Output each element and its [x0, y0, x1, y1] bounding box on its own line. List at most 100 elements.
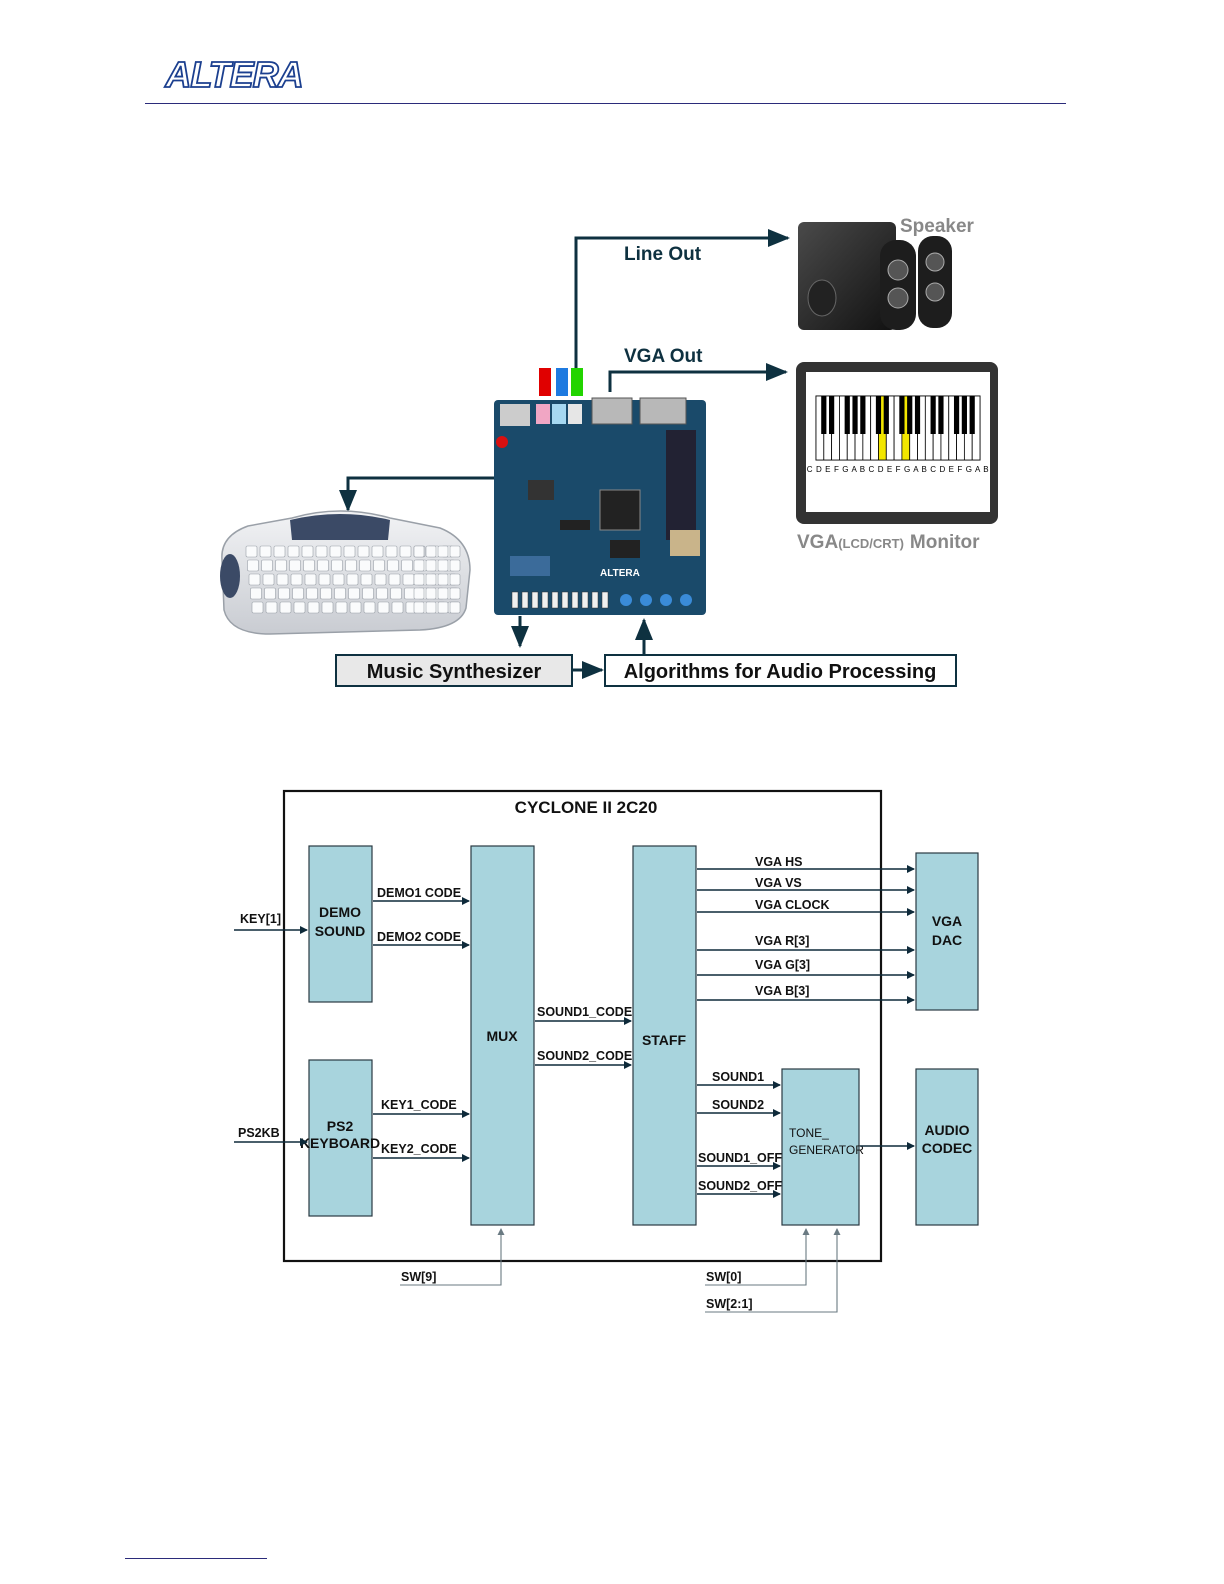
keyboard-key: [391, 601, 404, 614]
de1-board-image: ALTERA: [494, 397, 706, 615]
sw9-signal: SW[9]: [400, 1228, 505, 1286]
keyboard-key: [250, 587, 262, 600]
keyboard-key: [293, 601, 306, 614]
keyboard-key: [345, 559, 357, 572]
line-out-connection: Line Out: [574, 229, 790, 368]
keyboard-numpad-key: [437, 545, 449, 558]
keyboard-key: [374, 573, 387, 586]
vga-monitor-image: C D E F G A B C D E F G A B C D E F G A …: [796, 362, 998, 553]
sound1-signal: SOUND1: [697, 1070, 781, 1089]
keyboard-key: [315, 545, 328, 558]
music-synthesizer-label: Music Synthesizer: [367, 661, 542, 683]
keyboard-numpad-key: [413, 559, 425, 572]
svg-text:VGA G[3]: VGA G[3]: [755, 958, 810, 972]
svg-text:SOUND2_CODE: SOUND2_CODE: [537, 1049, 632, 1063]
keyboard-numpad-key: [425, 573, 437, 586]
vga-hs-signal: VGA HS: [697, 855, 915, 873]
keyboard-key: [264, 587, 276, 600]
keyboard-key: [320, 587, 332, 600]
keyboard-numpad-key: [413, 573, 425, 586]
key1-code-signal: KEY1_CODE: [373, 1098, 470, 1118]
piano-black-key: [852, 396, 858, 434]
keyboard-key: [359, 559, 371, 572]
keyboard-key: [292, 587, 304, 600]
board-switch: [521, 591, 529, 609]
board-switch: [551, 591, 559, 609]
board-switch: [531, 591, 539, 609]
keyboard-numpad-key: [437, 573, 449, 586]
keyboard-key: [387, 559, 399, 572]
svg-text:KEYBOARD: KEYBOARD: [300, 1135, 380, 1151]
piano-black-key: [883, 396, 889, 434]
vga-clock-signal: VGA CLOCK: [697, 898, 915, 916]
algorithms-box: Algorithms for Audio Processing: [604, 618, 957, 687]
block-diagram: CYCLONE II 2C20 DEMO SOUND PS2 KEYBOARD …: [234, 789, 979, 1313]
keyboard-key: [317, 559, 329, 572]
keyboard-numpad-key: [449, 601, 461, 614]
svg-text:DEMO1 CODE: DEMO1 CODE: [377, 886, 461, 900]
svg-text:TONE_: TONE_: [789, 1126, 829, 1140]
svg-text:VGA: VGA: [932, 913, 962, 929]
keyboard-key: [306, 587, 318, 600]
sw0-signal: SW[0]: [705, 1228, 810, 1286]
svg-text:SOUND1_OFF: SOUND1_OFF: [698, 1151, 782, 1165]
keyboard-key: [334, 587, 346, 600]
key1-signal: KEY[1]: [234, 912, 308, 934]
keyboard-key: [349, 601, 362, 614]
keyboard-key: [335, 601, 348, 614]
svg-text:KEY1_CODE: KEY1_CODE: [381, 1098, 457, 1112]
piano-notes: C D E F G A B C D E F G A B C D E F G A …: [807, 465, 989, 474]
ps2kb-signal: PS2KB: [234, 1126, 308, 1146]
svg-text:CODEC: CODEC: [922, 1140, 973, 1156]
keyboard-numpad-key: [413, 545, 425, 558]
piano-black-key: [821, 396, 827, 434]
key2-code-signal: KEY2_CODE: [373, 1142, 470, 1162]
svg-text:DAC: DAC: [932, 932, 962, 948]
sound1-off-signal: SOUND1_OFF: [697, 1151, 782, 1170]
piano-black-key: [953, 396, 960, 434]
ps2-keyboard-image: [220, 510, 471, 635]
altera-logo: ALTERA: [163, 54, 304, 94]
svg-text:STAFF: STAFF: [642, 1032, 687, 1048]
keyboard-key: [332, 573, 345, 586]
svg-text:VGA B[3]: VGA B[3]: [755, 984, 809, 998]
keyboard-key: [343, 545, 356, 558]
keyboard-numpad-key: [425, 601, 437, 614]
keyboard-key: [265, 601, 278, 614]
svg-text:DEMO2 CODE: DEMO2 CODE: [377, 930, 461, 944]
speaker-label: Speaker: [900, 216, 975, 237]
keyboard-key: [357, 545, 370, 558]
header-rule: [145, 103, 1066, 104]
keyboard-numpad-key: [437, 559, 449, 572]
fpga-boundary: [282, 789, 883, 1263]
sound1-code-signal: SOUND1_CODE: [535, 1005, 632, 1025]
demo2-code-signal: DEMO2 CODE: [373, 930, 470, 949]
piano-black-key: [844, 396, 850, 434]
piano-black-key: [875, 396, 882, 434]
tone-generator-block: TONE_ GENERATOR: [781, 1068, 864, 1226]
keyboard-key: [259, 545, 272, 558]
audio-jack-markers: [539, 368, 583, 396]
keyboard-key: [329, 545, 342, 558]
vga-g-signal: VGA G[3]: [697, 958, 915, 979]
keyboard-key: [399, 545, 412, 558]
ps2-keyboard-block: PS2 KEYBOARD: [300, 1059, 380, 1217]
keyboard-numpad-key: [437, 601, 449, 614]
sound2-code-signal: SOUND2_CODE: [535, 1049, 632, 1069]
piano-black-key: [860, 396, 866, 434]
keyboard-numpad-key: [425, 587, 437, 600]
keyboard-numpad-key: [449, 573, 461, 586]
keyboard-numpad-key: [449, 559, 461, 572]
piano-black-key: [829, 396, 835, 434]
line-out-label: Line Out: [624, 244, 702, 265]
speaker-image: Speaker: [798, 216, 975, 330]
keyboard-key: [247, 559, 259, 572]
keyboard-key: [278, 587, 290, 600]
keyboard-key: [289, 559, 301, 572]
sound2-signal: SOUND2: [697, 1098, 781, 1117]
keyboard-numpad-key: [449, 587, 461, 600]
keyboard-key: [401, 559, 413, 572]
svg-text:SOUND1_CODE: SOUND1_CODE: [537, 1005, 632, 1019]
board-switch: [601, 591, 609, 609]
keyboard-numpad-key: [413, 601, 425, 614]
